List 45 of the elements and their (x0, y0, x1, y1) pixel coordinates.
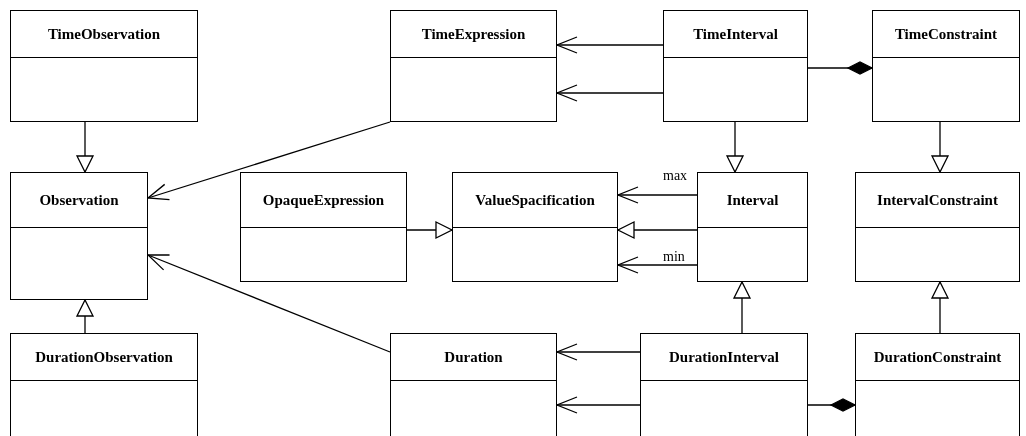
association-arrow (556, 36, 664, 54)
class-name: TimeConstraint (894, 25, 998, 43)
class-box (452, 172, 618, 282)
class-box (240, 172, 407, 282)
association-arrow (617, 186, 698, 204)
class-name: Observation (39, 191, 119, 209)
class-name: OpaqueExpression (262, 191, 385, 209)
class-name: TimeInterval (693, 25, 778, 43)
class-box (855, 333, 1020, 436)
class-name: IntervalConstraint (877, 191, 998, 209)
class-box (855, 172, 1020, 282)
generalization-arrow (617, 221, 698, 239)
class-box (10, 333, 198, 436)
class-name: TimeExpression (421, 25, 526, 43)
generalization-arrow (406, 221, 453, 239)
association-arrow (147, 121, 391, 201)
association-arrow (556, 343, 641, 361)
class-box (10, 10, 198, 122)
class-box (390, 10, 557, 122)
generalization-arrow (931, 281, 949, 334)
composition-line (807, 61, 873, 75)
class-box (640, 333, 808, 436)
class-box (390, 333, 557, 436)
association-arrow (147, 254, 391, 353)
class-box (663, 10, 808, 122)
composition-line (807, 398, 856, 412)
generalization-arrow (76, 299, 94, 334)
class-name: DurationConstraint (873, 348, 1002, 366)
class-name: DurationObservation (35, 348, 173, 366)
generalization-arrow (931, 121, 949, 173)
generalization-arrow (76, 121, 94, 173)
generalization-arrow (726, 121, 744, 173)
class-box (872, 10, 1020, 122)
association-arrow (556, 84, 664, 102)
class-name: Duration (444, 348, 503, 366)
association-arrow (617, 256, 698, 274)
class-name: Interval (726, 191, 779, 209)
generalization-arrow (733, 281, 751, 334)
class-box (10, 172, 148, 300)
class-box (697, 172, 808, 282)
edge-label: min (662, 249, 686, 264)
class-name: DurationInterval (669, 348, 779, 366)
class-name: ValueSpacification (475, 191, 595, 209)
association-arrow (556, 396, 641, 414)
class-name: TimeObservation (47, 25, 161, 43)
